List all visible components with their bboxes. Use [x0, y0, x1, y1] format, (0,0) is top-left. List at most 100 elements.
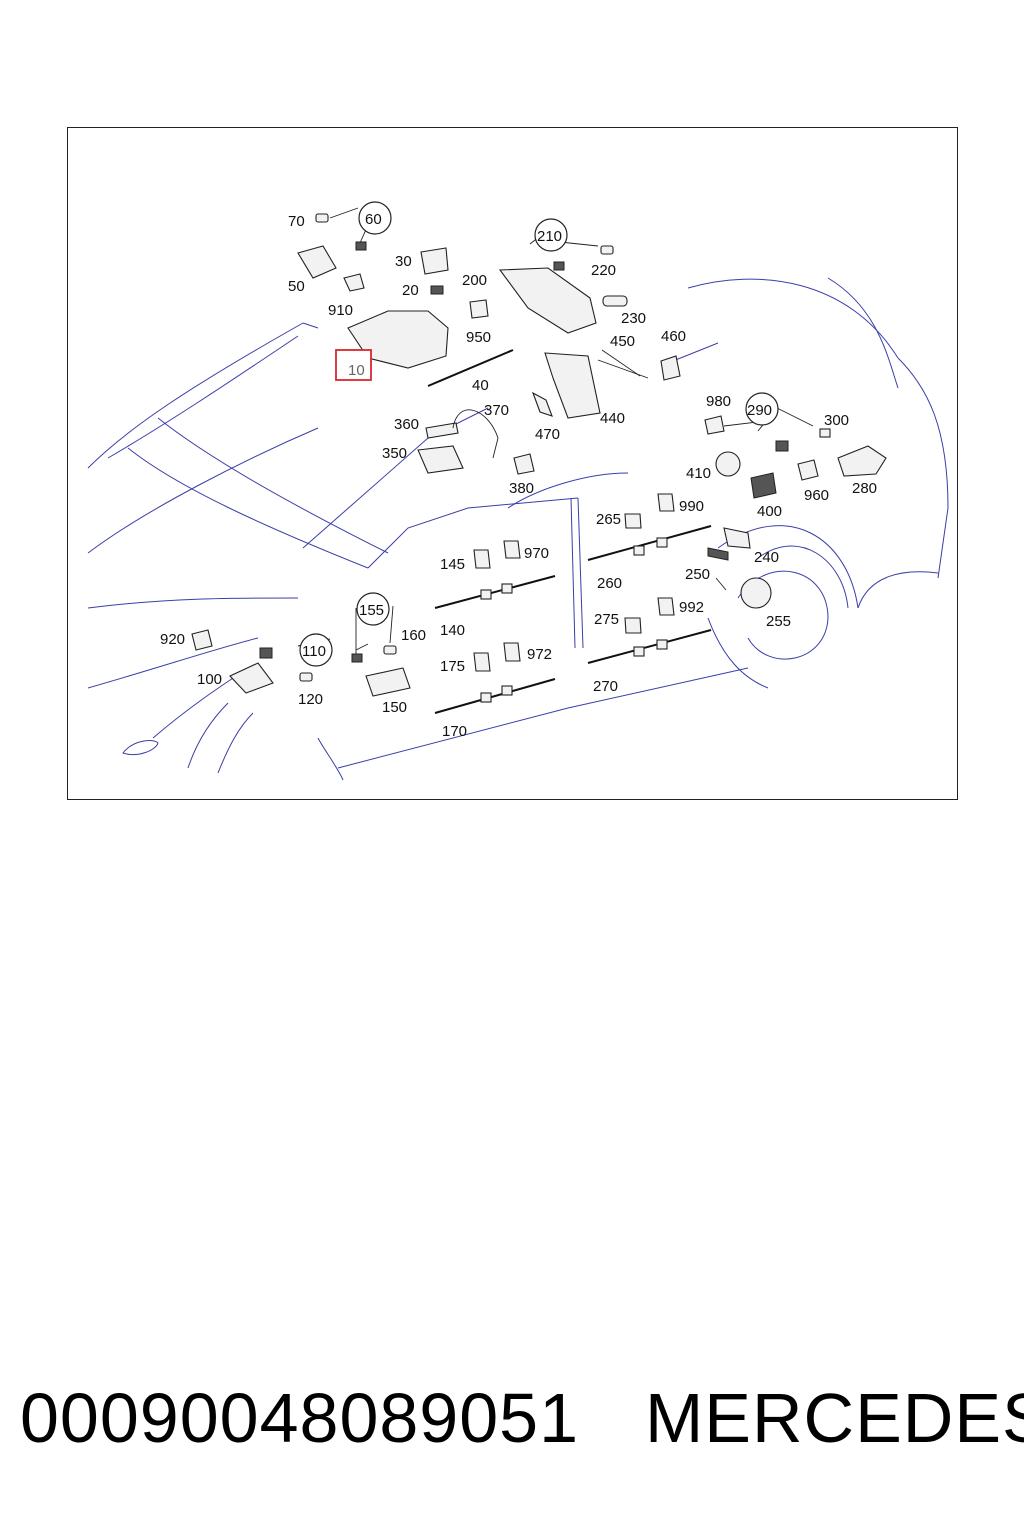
highlight-box[interactable]: [335, 349, 372, 381]
label-380: 380: [509, 480, 534, 497]
label-350: 350: [382, 445, 407, 462]
part-280-shape: [837, 445, 887, 477]
part-440-shape: [544, 352, 601, 419]
part-number: 00090048089051: [20, 1379, 580, 1457]
label-155: 155: [359, 602, 384, 619]
label-150: 150: [382, 699, 407, 716]
part-110-shape: [259, 647, 273, 659]
part-910-shape: [343, 273, 365, 292]
label-10[interactable]: 10: [348, 362, 365, 379]
part-200-shape: [498, 267, 597, 334]
circle-60: [358, 201, 392, 235]
label-992: 992: [679, 599, 704, 616]
part-60-shape: [355, 241, 367, 251]
label-980: 980: [706, 393, 731, 410]
label-450: 450: [610, 333, 635, 350]
label-270: 270: [593, 678, 618, 695]
connector-boxes: [473, 493, 675, 703]
part-shapes: [191, 213, 887, 697]
label-950: 950: [466, 329, 491, 346]
label-230: 230: [621, 310, 646, 327]
label-160: 160: [401, 627, 426, 644]
leader-lines: [297, 207, 814, 660]
part-210-shape: [553, 261, 565, 271]
part-50-shape: [297, 245, 337, 279]
label-30: 30: [395, 253, 412, 270]
label-960: 960: [804, 487, 829, 504]
part-960-shape: [797, 459, 819, 481]
part-70-shape: [315, 213, 329, 223]
label-40: 40: [472, 377, 489, 394]
label-175: 175: [440, 658, 465, 675]
label-910: 910: [328, 302, 353, 319]
part-290-shape: [775, 440, 789, 452]
part-380-shape: [513, 453, 535, 475]
label-260: 260: [597, 575, 622, 592]
part-980-shape: [704, 415, 725, 435]
circle-290: [745, 392, 779, 426]
part-920-shape: [191, 629, 213, 651]
part-240-shape: [723, 527, 751, 549]
circle-210: [534, 218, 568, 252]
brand-name: MERCEDES: [645, 1379, 1024, 1457]
label-410: 410: [686, 465, 711, 482]
part-230-shape: [602, 295, 628, 307]
part-360-shape: [425, 422, 459, 439]
part-220-shape: [600, 245, 614, 255]
label-145: 145: [440, 556, 465, 573]
part-155-shape: [351, 653, 363, 663]
label-990: 990: [679, 498, 704, 515]
circle-110: [299, 633, 333, 667]
part-410-shape: [715, 451, 741, 477]
label-255: 255: [766, 613, 791, 630]
label-972: 972: [527, 646, 552, 663]
label-220: 220: [591, 262, 616, 279]
part-10-shape: [347, 310, 449, 369]
part-370-shape: [452, 409, 499, 459]
footer: 00090048089051 MERCEDES: [0, 1378, 1024, 1468]
part-255-shape: [740, 577, 772, 609]
label-20: 20: [402, 282, 419, 299]
label-200: 200: [462, 272, 487, 289]
label-250: 250: [685, 566, 710, 583]
label-970: 970: [524, 545, 549, 562]
part-120-shape: [299, 672, 313, 682]
label-100: 100: [197, 671, 222, 688]
part-470-shape: [531, 391, 553, 417]
label-360: 360: [394, 416, 419, 433]
label-370: 370: [484, 402, 509, 419]
part-250-shape: [707, 547, 729, 561]
label-110: 110: [302, 643, 326, 660]
label-265: 265: [596, 511, 621, 528]
label-275: 275: [594, 611, 619, 628]
label-400: 400: [757, 503, 782, 520]
parts-diagram: 10 70 60 50 30 20 910 40 200 210 220 230…: [67, 127, 958, 800]
part-950-shape: [469, 299, 489, 319]
label-440: 440: [600, 410, 625, 427]
label-280: 280: [852, 480, 877, 497]
part-400-shape: [750, 472, 777, 499]
label-210: 210: [537, 228, 562, 245]
label-50: 50: [288, 278, 305, 295]
label-920: 920: [160, 631, 185, 648]
cables: [434, 349, 712, 714]
car-outline: [87, 277, 949, 781]
label-470: 470: [535, 426, 560, 443]
label-460: 460: [661, 328, 686, 345]
part-100-shape: [229, 662, 274, 694]
label-60: 60: [365, 211, 382, 228]
circle-155: [356, 592, 390, 626]
label-120: 120: [298, 691, 323, 708]
part-160-shape: [383, 645, 397, 655]
label-300: 300: [824, 412, 849, 429]
diagram-canvas: 10 70 60 50 30 20 910 40 200 210 220 230…: [87, 201, 949, 781]
label-290: 290: [747, 402, 772, 419]
part-30-shape: [420, 247, 449, 275]
label-70: 70: [288, 213, 305, 230]
label-140: 140: [440, 622, 465, 639]
part-460-shape: [660, 355, 681, 381]
part-150-shape: [365, 667, 411, 697]
part-20-shape: [430, 285, 444, 295]
label-240: 240: [754, 549, 779, 566]
part-labels: 70 60 50 30 20 910 40 200 210 220 230 95…: [160, 211, 877, 740]
